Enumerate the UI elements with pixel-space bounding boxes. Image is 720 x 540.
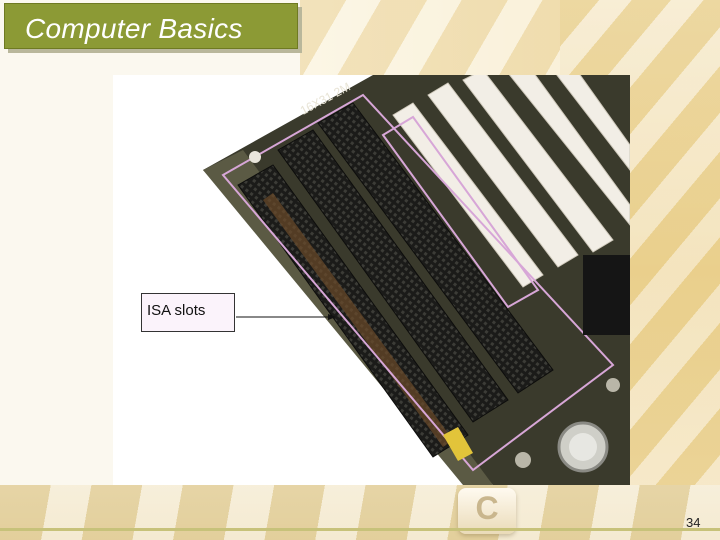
background-keyboard-bottom [0, 485, 720, 540]
isa-slot-group [221, 93, 615, 472]
motherboard-photo: 16X31 2M [113, 75, 630, 485]
title-bar: Computer Basics [4, 3, 298, 49]
chip [583, 255, 630, 335]
motherboard-illustration: 16X31 2M [203, 75, 630, 485]
yellow-connector [443, 427, 473, 461]
bottom-divider [0, 528, 720, 531]
pci-slots [381, 75, 630, 309]
keyboard-key: C [458, 488, 516, 534]
slide-title: Computer Basics [25, 13, 243, 44]
callout-arrow [236, 314, 336, 320]
isa-slots-callout: ISA slots [141, 293, 235, 332]
page-number: 34 [686, 515, 701, 530]
